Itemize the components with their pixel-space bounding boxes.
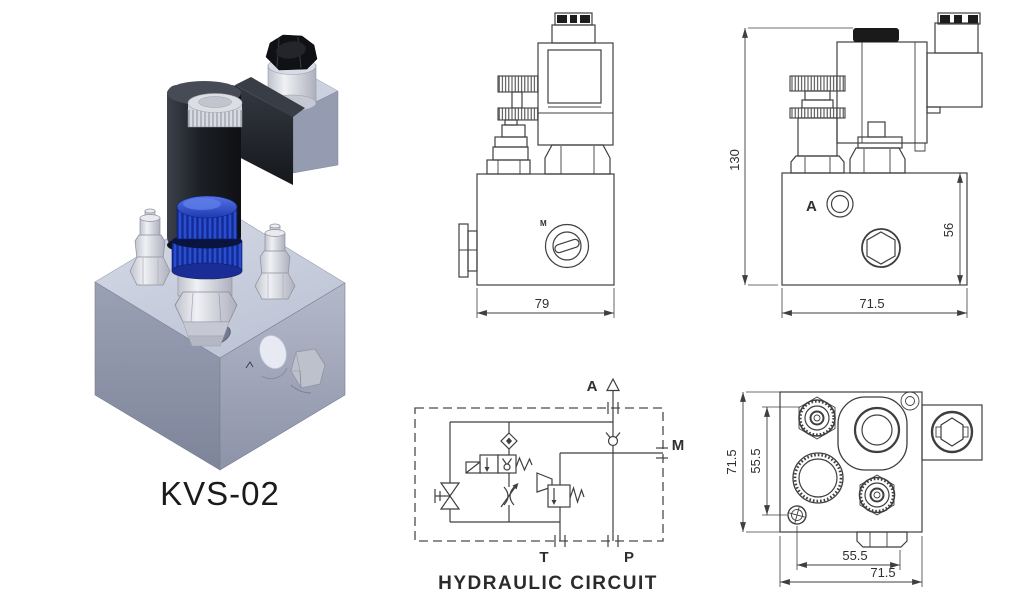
port-p-label: P xyxy=(624,549,634,566)
relief-valve-branch xyxy=(536,447,668,541)
block-outline xyxy=(476,173,615,286)
right-fitting-3d xyxy=(254,223,296,300)
relief-valve xyxy=(547,484,571,508)
knob-top-outline xyxy=(792,452,844,504)
cartridge-nut xyxy=(544,144,611,175)
solenoid-coil xyxy=(836,28,928,152)
cavity-plug xyxy=(544,223,590,269)
fitting-top-left xyxy=(798,396,836,440)
port-a-engraving xyxy=(245,361,254,369)
block-outline xyxy=(781,172,968,286)
adjustment-knob xyxy=(486,75,539,175)
solenoid-valve-branch xyxy=(465,422,533,522)
dim-inner-height: 55.5 xyxy=(748,448,763,473)
fitting-bottom-center xyxy=(858,474,896,516)
gauge-port-label: M xyxy=(540,219,547,228)
manual-shutoff-valve xyxy=(434,422,461,522)
port-a-label: A xyxy=(587,378,598,395)
mounting-screw xyxy=(787,505,807,525)
dim-inner-width: 55.5 xyxy=(842,548,867,563)
left-fitting-3d xyxy=(129,208,171,286)
port-a-arrow xyxy=(606,377,620,392)
cartridge-hex-nut-3d xyxy=(174,291,238,347)
dim-56: 56 xyxy=(941,223,956,237)
dimension-height-130: 130 xyxy=(727,27,853,286)
side-port-hole xyxy=(259,334,287,370)
connector-attachment xyxy=(921,404,983,461)
dimension-bottom-outer-71-5: 71.5 xyxy=(779,536,923,587)
hydraulic-circuit-diagram: A M T P HYDRAULIC CIRCUIT xyxy=(414,377,685,594)
side-fitting xyxy=(458,223,478,278)
cartridge-nut xyxy=(849,121,906,174)
din-connector-3d xyxy=(265,34,318,112)
block-outline xyxy=(779,391,923,533)
solenoid-cap-3d xyxy=(187,93,243,128)
side-view-body: A xyxy=(781,12,983,286)
port-t-label: T xyxy=(539,549,548,566)
front-view-drawing: M xyxy=(458,12,615,318)
top-view-body xyxy=(779,391,983,548)
circuit-lines xyxy=(434,377,668,547)
port-m-label: M xyxy=(672,437,685,454)
coil-top-outline xyxy=(837,396,908,471)
port-a-label: A xyxy=(806,198,817,215)
din-connector xyxy=(551,12,596,44)
dimension-left-inner-55-5: 55.5 xyxy=(748,406,800,516)
hex-plug-3d xyxy=(290,348,326,394)
top-view-drawing: 71.5 55.5 55.5 71.5 xyxy=(724,391,983,587)
product-illustration-3d: KVS-02 xyxy=(94,34,346,512)
adjustment-knob xyxy=(789,75,846,174)
dim-71-5: 71.5 xyxy=(859,296,884,311)
dimension-bottom-inner-55-5: 55.5 xyxy=(796,526,901,570)
spring xyxy=(569,486,585,505)
port-a-boss xyxy=(826,190,854,218)
throttle-valve xyxy=(500,483,519,508)
hex-plug xyxy=(861,228,901,268)
dim-130: 130 xyxy=(727,149,742,171)
dimension-block-56: 56 xyxy=(941,173,963,285)
dim-outer-width: 71.5 xyxy=(870,565,895,580)
dimension-width-71-5: 71.5 xyxy=(781,288,968,318)
circuit-title: HYDRAULIC CIRCUIT xyxy=(438,573,658,594)
check-valve xyxy=(605,432,621,447)
solenoid-coil xyxy=(537,42,614,146)
side-view-drawing: A xyxy=(727,12,983,318)
edge-hex-plug xyxy=(856,531,908,548)
front-view-body: M xyxy=(458,12,615,286)
dim-outer-height: 71.5 xyxy=(724,449,739,474)
din-connector xyxy=(926,12,983,114)
dimension-width-79: 79 xyxy=(476,288,615,318)
circuit-envelope xyxy=(414,407,664,542)
coil-top-band xyxy=(853,28,899,42)
dimension-left-outer-71-5: 71.5 xyxy=(724,391,780,533)
spring xyxy=(515,456,533,472)
dim-79: 79 xyxy=(535,296,549,311)
blue-knob-3d xyxy=(171,195,243,280)
model-label: KVS-02 xyxy=(160,475,280,512)
